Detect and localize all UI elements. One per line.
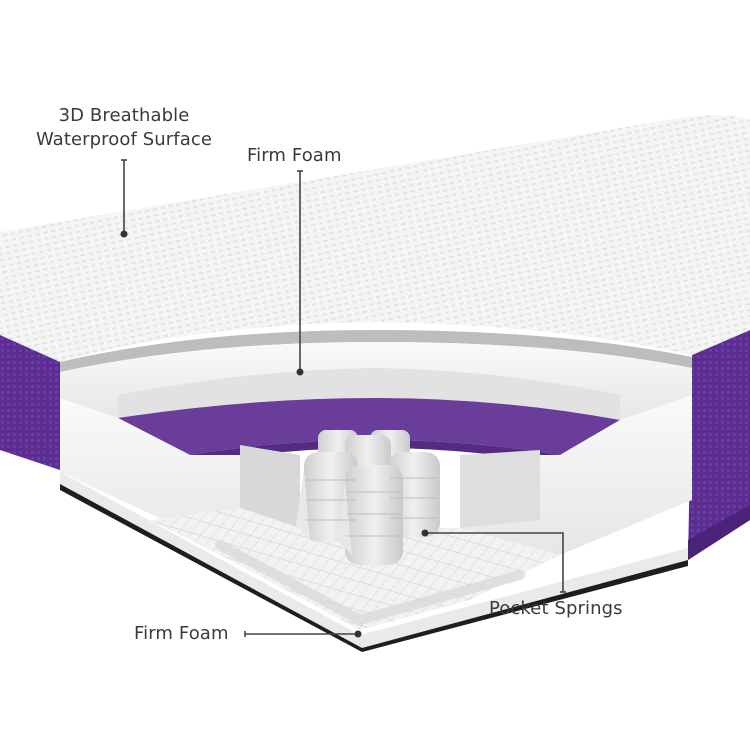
side-panel-right [688, 330, 750, 560]
leader-pocket-springs [425, 532, 564, 592]
label-surface: 3D Breathable Waterproof Surface [22, 104, 226, 152]
label-top-foam: Firm Foam [247, 145, 342, 166]
top-cover [0, 115, 750, 372]
upper-foam-layer [60, 342, 692, 420]
purple-comfort-layer [118, 398, 620, 462]
pocket-springs [296, 430, 440, 565]
leader-lines [121, 159, 566, 637]
side-panel-left [0, 335, 60, 470]
label-base-foam: Firm Foam [134, 623, 229, 644]
label-pocket-springs: Pocket Springs [489, 598, 623, 619]
base-grid [150, 508, 560, 630]
label-surface-line2: Waterproof Surface [35, 129, 213, 150]
label-surface-line1: 3D Breathable [58, 105, 190, 126]
leader-dots [120, 230, 429, 638]
